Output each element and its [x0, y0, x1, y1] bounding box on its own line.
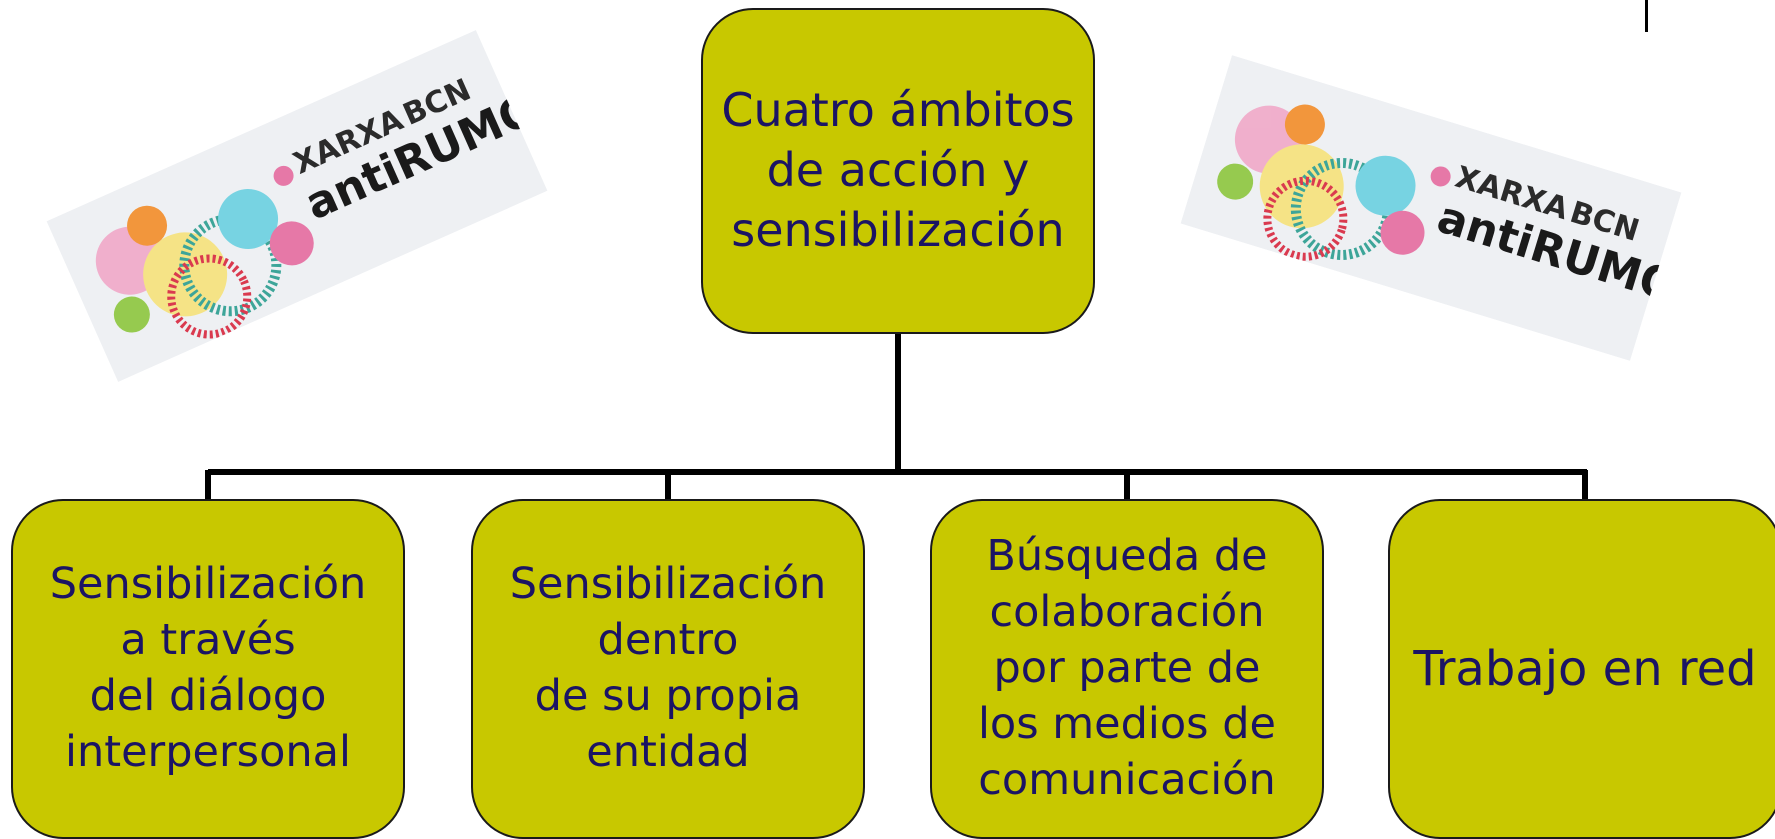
logo-circles: [95, 165, 314, 339]
child-node-dialogo: Sensibilización a través del diálogo int…: [11, 499, 405, 839]
root-node: Cuatro ámbitos de acción y sensibilizaci…: [701, 8, 1095, 334]
antirumors-logo-right: XARXA BCN antiRUMORS: [1180, 55, 1682, 361]
antirumors-logo-left: XARXA BCN antiRUMORS: [46, 30, 547, 382]
antirumors-logo-image: XARXA BCN antiRUMORS: [1180, 55, 1682, 361]
child-node-medios: Búsqueda de colaboración por parte de lo…: [930, 499, 1324, 839]
text-cursor-mark: [1645, 0, 1648, 32]
child-node-entidad: Sensibilización dentro de su propia enti…: [471, 499, 865, 839]
child-node-red: Trabajo en red: [1388, 499, 1775, 839]
antirumors-logo-image: XARXA BCN antiRUMORS: [46, 30, 547, 382]
logo-circles: [1217, 104, 1451, 261]
